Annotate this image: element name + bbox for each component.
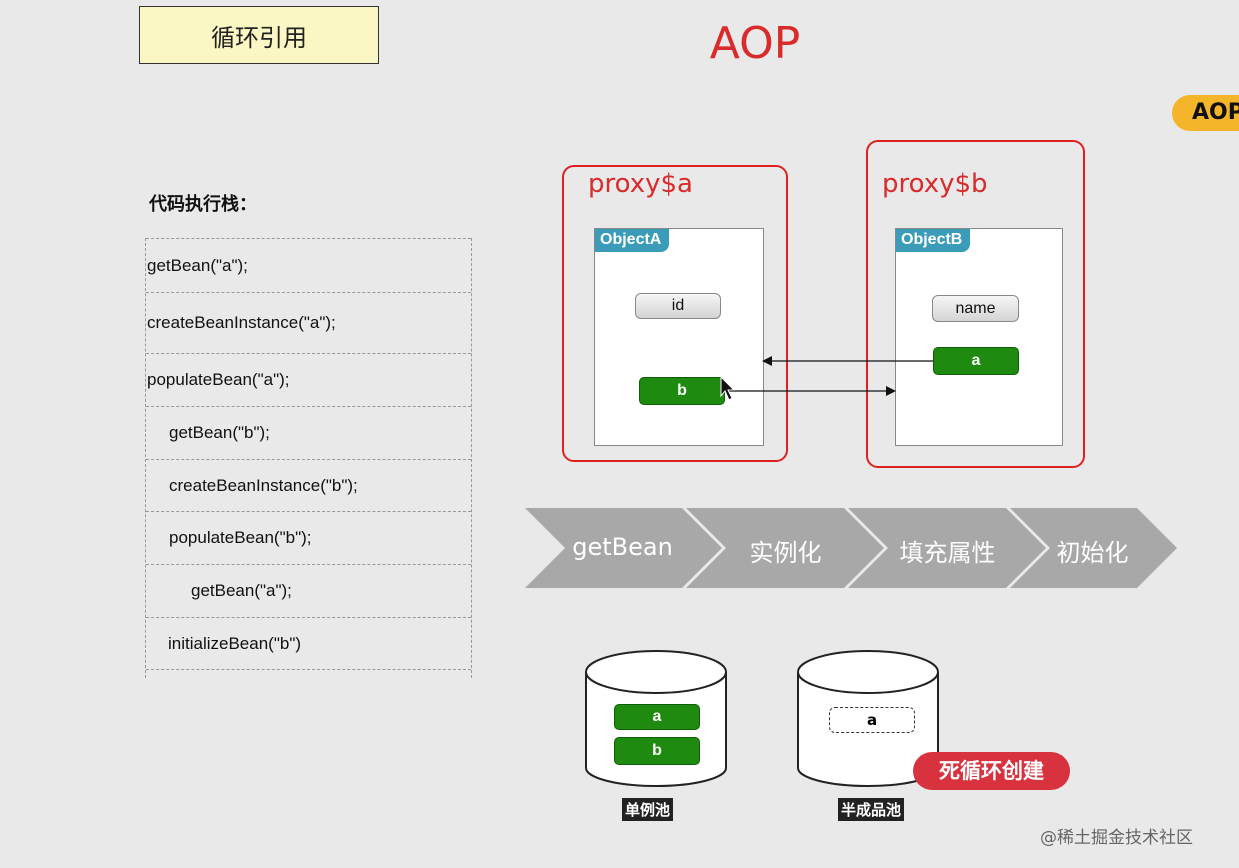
object-b-box: [895, 228, 1063, 446]
deadloop-alert: 死循环创建: [913, 752, 1070, 790]
stack-row: getBean("a");: [146, 238, 471, 292]
pool-item: a: [829, 707, 915, 733]
stack-row: initializeBean("b"): [146, 617, 471, 670]
step-label: getBean: [572, 533, 673, 561]
step-chevron: [1010, 508, 1177, 588]
object-b-tag: ObjectB: [896, 229, 971, 252]
object-a-tag: ObjectA: [595, 229, 670, 252]
pool-item: b: [614, 737, 700, 765]
object-a-box: [594, 228, 764, 446]
step-label: 实例化: [749, 539, 822, 567]
field-a-ref: a: [933, 347, 1019, 375]
proxy-b-label: proxy$b: [882, 169, 988, 199]
proxy-a-frame: [562, 165, 788, 462]
pool-item: a: [614, 704, 700, 730]
field-name: name: [932, 295, 1019, 322]
field-id: id: [635, 293, 721, 319]
half-pool-label: 半成品池: [838, 798, 905, 821]
stack-row: populateBean("a");: [146, 353, 471, 406]
proxy-a-label: proxy$a: [588, 169, 693, 199]
stack-heading: 代码执行栈：: [149, 194, 257, 215]
title-text: 循环引用: [211, 23, 307, 52]
stack-row: getBean("a");: [146, 564, 471, 617]
stack-row: populateBean("b");: [146, 511, 471, 564]
page-heading: AOP: [709, 18, 801, 69]
title-box: 循环引用: [139, 6, 379, 64]
step-chevron: [525, 508, 722, 588]
step-chevron: [848, 508, 1046, 588]
step-chevron: [686, 508, 884, 588]
singleton-pool-label: 单例池: [622, 798, 674, 821]
step-label: 填充属性: [899, 539, 996, 567]
stack-row: createBeanInstance("a");: [146, 292, 471, 353]
step-label: 初始化: [1056, 539, 1129, 567]
proxy-b-frame: [866, 140, 1085, 468]
watermark: @稀土掘金技术社区: [1040, 828, 1193, 848]
field-b-ref: b: [639, 377, 725, 405]
stack-row: getBean("b");: [146, 406, 471, 459]
aop-badge: AOP: [1172, 95, 1239, 131]
stack-row: createBeanInstance("b");: [146, 459, 471, 511]
code-stack: getBean("a"); createBeanInstance("a"); p…: [145, 238, 472, 678]
